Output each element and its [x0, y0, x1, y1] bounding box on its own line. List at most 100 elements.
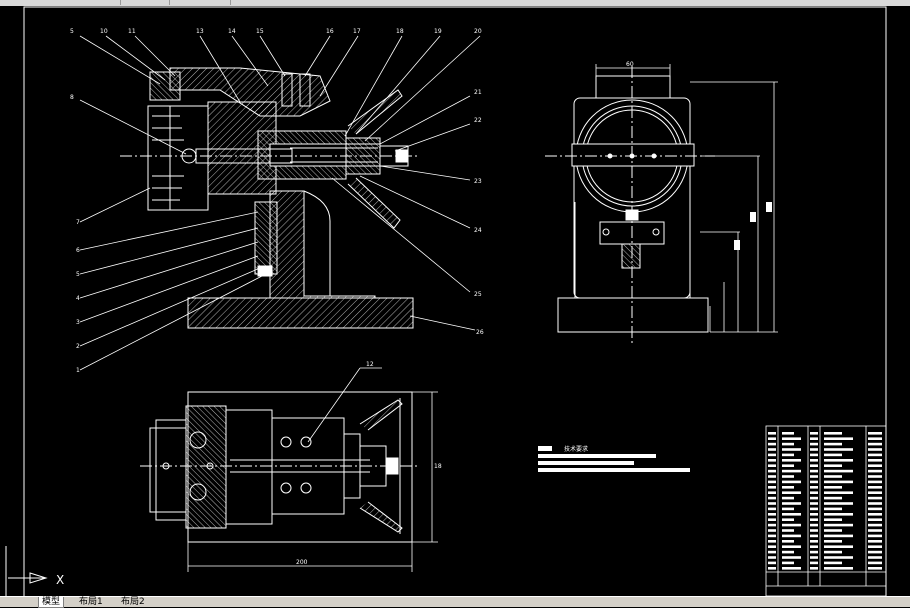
part-number: 2	[76, 343, 80, 350]
parts-list-cell	[810, 561, 818, 565]
part-number: 24	[474, 227, 482, 234]
parts-list-cell	[782, 469, 801, 473]
parts-list-cell	[868, 459, 882, 462]
parts-list-cell	[824, 464, 842, 467]
parts-list-cell	[868, 475, 882, 478]
notes-title: 技术要求	[564, 445, 588, 453]
locating-screw	[254, 201, 278, 275]
parts-list-cell	[824, 453, 842, 457]
note-line	[538, 454, 656, 458]
parts-list-cell	[824, 534, 853, 538]
parts-list-cell	[768, 513, 776, 516]
parts-list-cell	[782, 507, 794, 511]
parts-list-cell	[868, 437, 882, 440]
parts-list-cell	[782, 518, 794, 521]
parts-list-cell	[810, 556, 818, 559]
parts-list-cell	[868, 545, 882, 548]
parts-list-cell	[868, 496, 882, 500]
parts-list-cell	[782, 464, 794, 467]
part-number: 10	[100, 28, 108, 35]
toolbar-segment[interactable]	[170, 0, 231, 5]
parts-list-cell	[768, 475, 776, 478]
parts-list-cell	[824, 561, 842, 565]
parts-list-cell	[824, 469, 853, 473]
parts-list-cell	[782, 529, 794, 532]
parts-list-cell	[868, 529, 882, 532]
dim-width-label: 60	[626, 61, 634, 68]
parts-list-cell	[782, 550, 794, 554]
ucs-icon	[5, 546, 48, 596]
parts-list-cell	[810, 480, 818, 484]
part-number: 3	[76, 319, 80, 326]
part-number: 8	[70, 94, 74, 101]
layout-tabs: 模型 布局1 布局2	[0, 596, 910, 608]
parts-list-cell	[810, 437, 818, 440]
parts-list-cell	[824, 475, 842, 478]
parts-list-cell	[768, 518, 776, 521]
parts-list-cell	[868, 486, 882, 489]
parts-list-cell	[768, 464, 776, 467]
parts-list-cell	[768, 534, 776, 538]
toolbar-segment[interactable]	[121, 0, 170, 5]
front-part-numbers: 5 10 11 13 14 15 16 17 18 19 20 21 22 23…	[70, 28, 484, 374]
parts-list-cell	[824, 550, 842, 554]
parts-list-cell	[768, 432, 776, 435]
parts-list-cell	[868, 550, 882, 554]
parts-list-cell	[868, 518, 882, 521]
parts-list-cell	[782, 442, 794, 446]
note-line	[538, 461, 634, 465]
parts-list-cell	[782, 491, 801, 494]
parts-list-cell	[768, 545, 776, 548]
parts-list-cell	[768, 491, 776, 494]
part-number: 25	[474, 291, 482, 298]
parts-list-rows	[768, 432, 882, 570]
parts-list-cell	[768, 540, 776, 543]
parts-list-cell	[810, 432, 818, 435]
parts-list-cell	[824, 502, 853, 505]
part-number: 19	[434, 28, 442, 35]
parts-list-cell	[810, 529, 818, 532]
side-base	[557, 297, 709, 333]
tab-layout2[interactable]: 布局2	[121, 597, 145, 607]
side-view	[545, 66, 715, 346]
parts-list-cell	[824, 540, 842, 543]
tab-layout1[interactable]: 布局1	[79, 597, 103, 607]
dim-length-label: 200	[296, 559, 308, 566]
parts-list-cell	[824, 513, 853, 516]
chuck-rings	[147, 105, 171, 211]
parts-list-cell	[810, 545, 818, 548]
parts-list-cell	[868, 491, 882, 494]
axis-x-label: X	[56, 573, 64, 587]
title-block	[765, 425, 887, 596]
parts-list-cell	[868, 502, 882, 505]
parts-list-cell	[824, 437, 853, 440]
parts-list-cell	[868, 432, 882, 435]
part-number: 22	[474, 117, 482, 124]
drawing-canvas[interactable]: 5 10 11 13 14 15 16 17 18 19 20 21 22 23…	[0, 6, 910, 596]
tab-model[interactable]: 模型	[38, 597, 65, 608]
parts-list-cell	[868, 523, 882, 527]
parts-list-cell	[824, 442, 842, 446]
part-number: 4	[76, 295, 80, 302]
parts-list-cell	[824, 448, 853, 451]
parts-list-cell	[868, 453, 882, 457]
parts-list-cell	[810, 507, 818, 511]
parts-list-cell	[824, 432, 842, 435]
toolbar-segment[interactable]	[0, 0, 121, 5]
parts-list-cell	[782, 561, 794, 565]
parts-list-cell	[868, 480, 882, 484]
parts-list-cell	[782, 432, 794, 435]
part-number: 5	[70, 28, 74, 35]
parts-list-cell	[810, 486, 818, 489]
parts-list-cell	[810, 469, 818, 473]
parts-list-cell	[868, 534, 882, 538]
parts-list-cell	[810, 523, 818, 527]
side-dim-marks	[734, 202, 772, 250]
part-number: 26	[476, 329, 484, 336]
support-column	[269, 190, 376, 299]
part-number: 21	[474, 89, 482, 96]
parts-list-cell	[768, 561, 776, 565]
parts-list-cell	[768, 459, 776, 462]
parts-list-cell	[782, 459, 801, 462]
parts-list-cell	[810, 534, 818, 538]
